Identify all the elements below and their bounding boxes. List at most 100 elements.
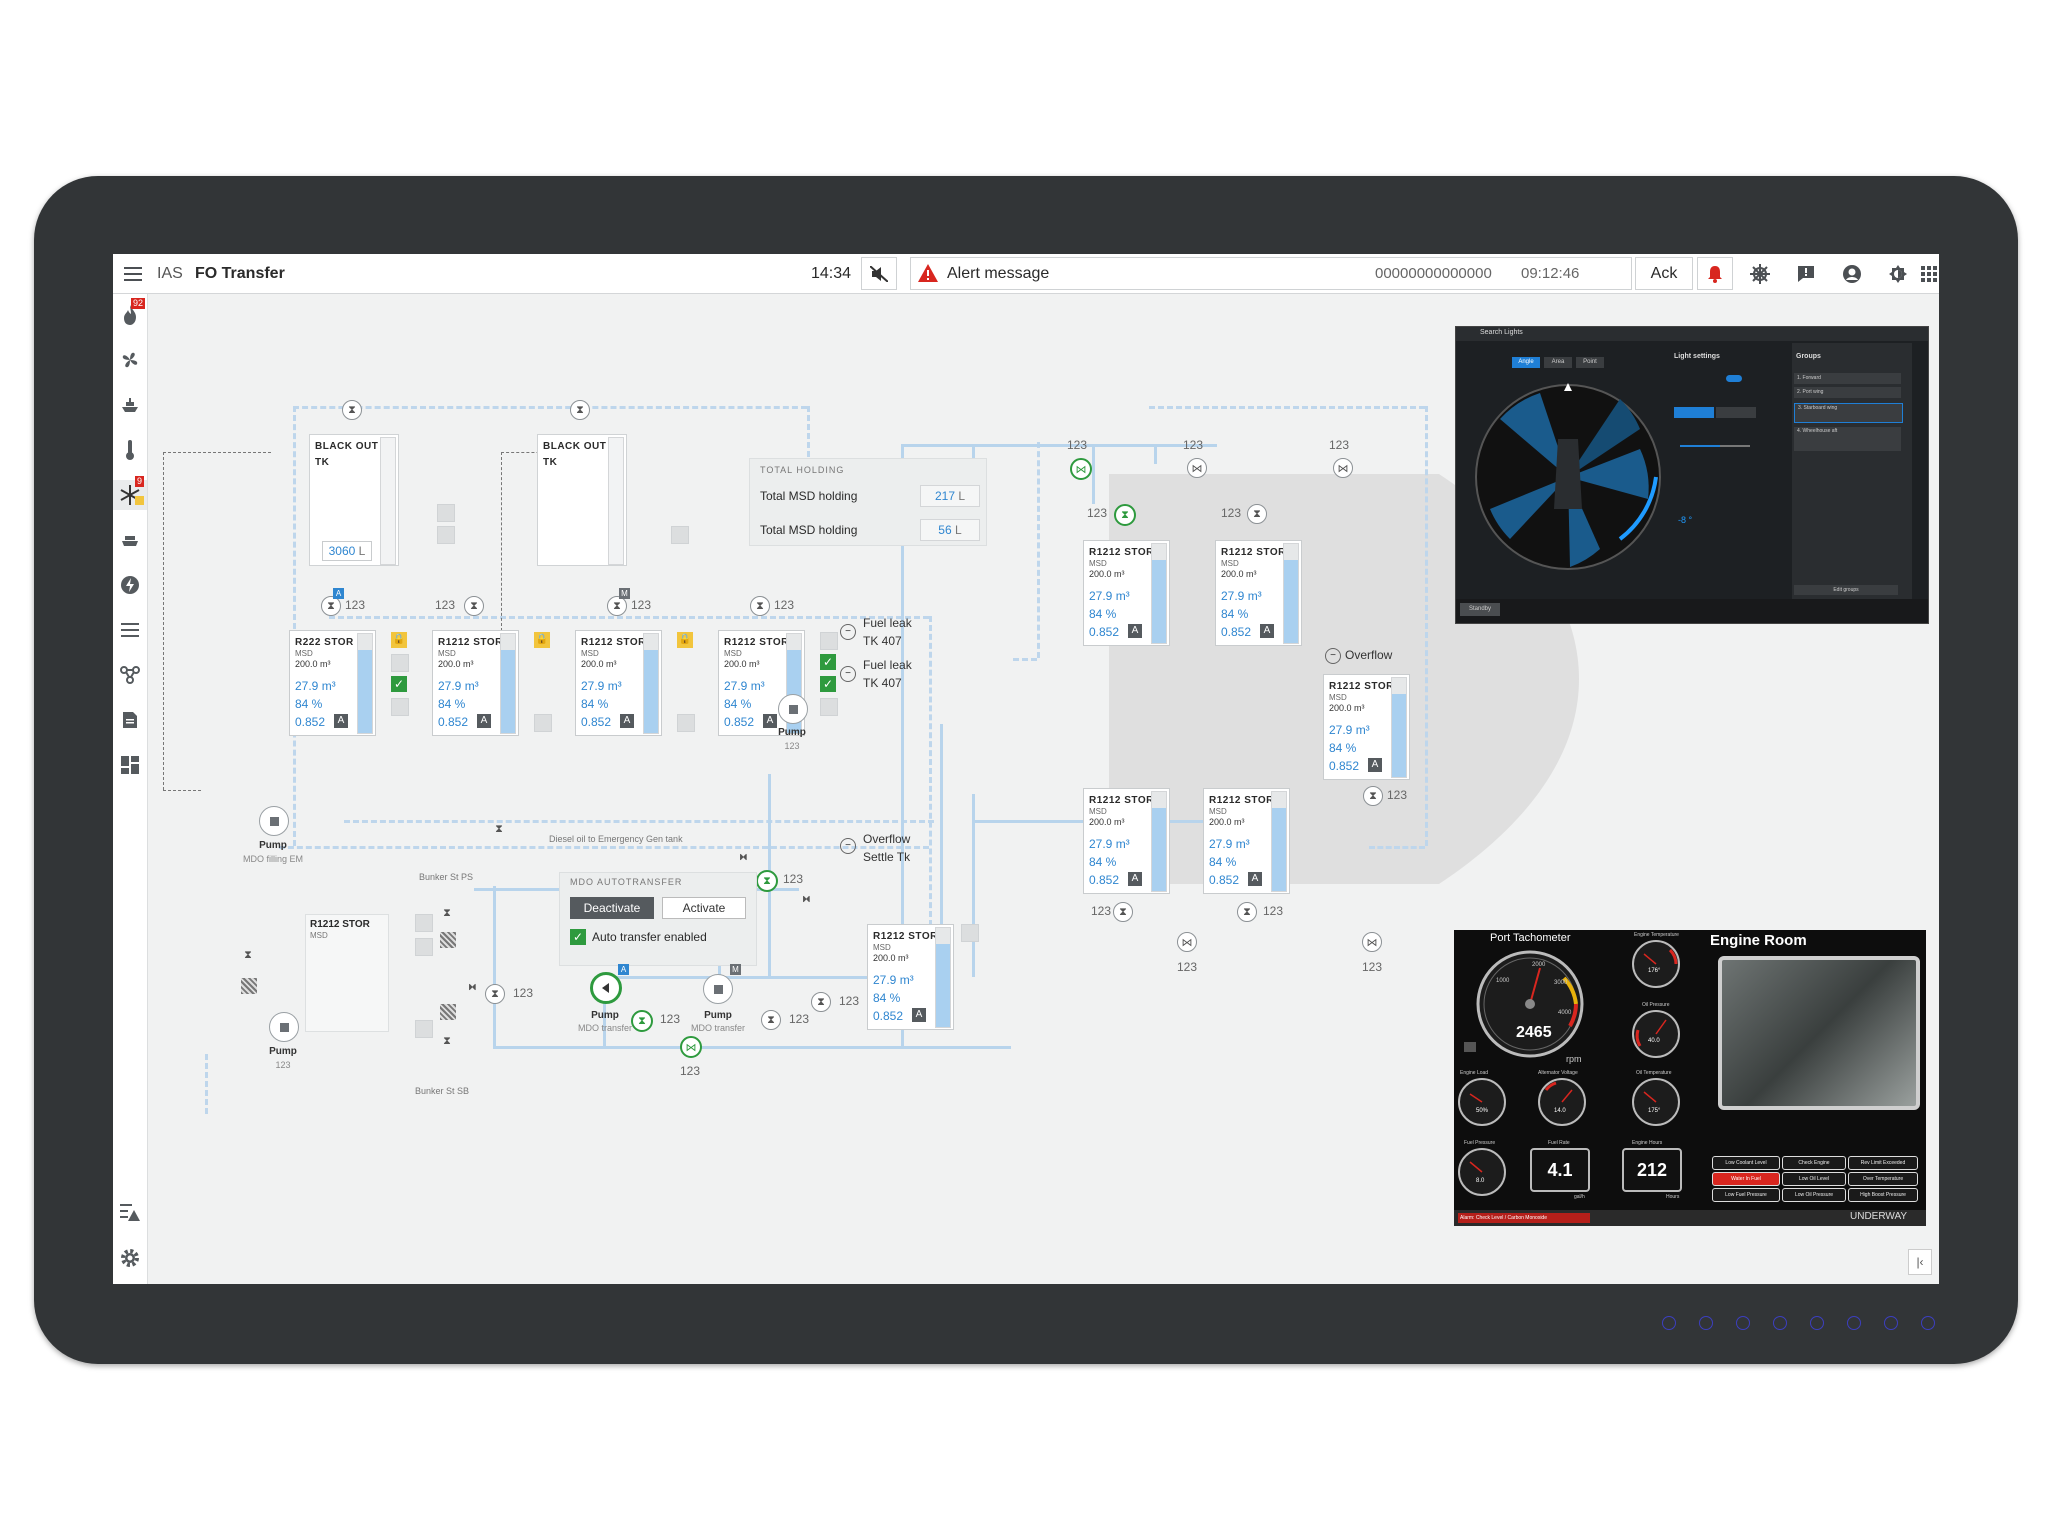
valve-icon[interactable]: ⧗ <box>485 984 505 1004</box>
tab-angle[interactable]: Angle <box>1512 357 1540 368</box>
pump-icon[interactable] <box>269 1012 299 1042</box>
valve-icon[interactable]: ⧗ <box>1237 902 1257 922</box>
valve-icon[interactable]: ⧗ <box>607 596 627 616</box>
blackout-tank[interactable]: BLACK OUT TK <box>537 434 627 566</box>
valve-icon[interactable]: ⧗ <box>495 822 503 835</box>
engine-room-panel[interactable]: Port Tachometer 2465 rpm 2000 1000 3000 … <box>1454 930 1926 1226</box>
blackout-tank[interactable]: BLACK OUT TK 3060 L <box>309 434 399 566</box>
sidebar-list-icon[interactable] <box>113 615 147 645</box>
power-button-icon[interactable] <box>1921 1316 1935 1330</box>
valve-icon[interactable]: ⋈ <box>1187 458 1207 478</box>
gauge-value: 14.0 <box>1554 1108 1566 1114</box>
pump-icon[interactable] <box>259 806 289 836</box>
auto-transfer-checkbox[interactable]: ✓ <box>570 929 586 945</box>
menu-icon[interactable] <box>113 254 153 293</box>
sidebar-ferry-icon[interactable] <box>113 525 147 555</box>
camera-feed[interactable] <box>1718 956 1920 1110</box>
mode-button[interactable] <box>1716 407 1756 418</box>
activate-button[interactable]: Activate <box>662 897 746 919</box>
bezel-button-icon[interactable] <box>1699 1316 1713 1330</box>
valve-icon[interactable]: ⧗ <box>800 895 813 903</box>
valve-open-icon[interactable]: ⋈ <box>680 1036 702 1058</box>
bezel-button-icon[interactable] <box>1736 1316 1750 1330</box>
user-icon[interactable] <box>1832 254 1872 293</box>
brightness-icon[interactable] <box>1878 254 1918 293</box>
collapse-panel-icon[interactable]: |‹ <box>1908 1249 1932 1275</box>
valve-open-icon[interactable]: ⧗ <box>631 1010 653 1032</box>
valve-icon[interactable]: ⋈ <box>1362 932 1382 952</box>
valve-icon[interactable]: ⋈ <box>1177 932 1197 952</box>
tab-point[interactable]: Point <box>1576 357 1604 368</box>
standby-button[interactable]: Standby <box>1460 603 1500 616</box>
sidebar-alert-list-icon[interactable] <box>113 1198 147 1228</box>
ship-wheel-icon[interactable] <box>1740 254 1780 293</box>
radar-dial[interactable] <box>1470 379 1666 575</box>
valve-icon[interactable]: ⧗ <box>811 992 831 1012</box>
sidebar-fan-icon[interactable] <box>113 345 147 375</box>
sidebar-network-icon[interactable] <box>113 660 147 690</box>
message-alert-icon[interactable] <box>1786 254 1826 293</box>
pump-running-icon[interactable] <box>590 972 622 1004</box>
valve-icon[interactable]: ⧗ <box>342 400 362 420</box>
ghost-tank[interactable]: R1212 STOR MSD <box>305 914 389 1032</box>
valve-icon[interactable]: ⧗ <box>570 400 590 420</box>
pipe <box>603 976 606 1049</box>
bezel-button-icon[interactable] <box>1884 1316 1898 1330</box>
bezel-button-icon[interactable] <box>1847 1316 1861 1330</box>
group-item[interactable]: 4. Wheelhouse aft <box>1794 427 1901 451</box>
bell-icon[interactable] <box>1697 257 1733 290</box>
search-lights-panel[interactable]: Search Lights Angle Area Point Light set… <box>1455 326 1929 624</box>
group-item[interactable]: 1. Forward <box>1794 373 1901 384</box>
sidebar-power-icon[interactable] <box>113 570 147 600</box>
valve-icon[interactable]: ⧗ <box>761 1010 781 1030</box>
valve-open-icon[interactable]: ⧗ <box>1114 504 1136 526</box>
valve-icon[interactable]: ⧗ <box>737 853 750 861</box>
valve-icon[interactable]: ⧗ <box>1247 504 1267 524</box>
pump-icon[interactable] <box>778 694 808 724</box>
alert-bar[interactable]: Alert message 00000000000000 09:12:46 <box>910 257 1632 290</box>
toggle-switch[interactable] <box>1726 375 1742 382</box>
oil-temp-gauge <box>1632 1078 1680 1126</box>
valve-icon[interactable]: ⧗ <box>466 983 479 991</box>
valve-open-icon[interactable]: ⋈ <box>1070 458 1092 480</box>
mode-button[interactable] <box>1674 407 1714 418</box>
group-item-selected[interactable]: 3. Starboard wing <box>1794 403 1903 423</box>
valve-icon[interactable]: ⧗ <box>464 596 484 616</box>
valve-icon[interactable]: ⧗ <box>1113 902 1133 922</box>
sidebar-thermometer-icon[interactable] <box>113 435 147 465</box>
sidebar-fire-icon[interactable] <box>113 300 147 330</box>
valve-icon[interactable]: ⧗ <box>1363 786 1383 806</box>
sidebar-settings-icon[interactable] <box>113 1243 147 1273</box>
valve-icon[interactable]: ⧗ <box>750 596 770 616</box>
deactivate-button[interactable]: Deactivate <box>570 897 654 919</box>
toggle-button[interactable] <box>1464 1042 1476 1052</box>
valve-icon[interactable]: ⧗ <box>443 1034 451 1047</box>
valve-icon[interactable]: ⧗ <box>244 948 252 961</box>
valve-open-icon[interactable]: ⧗ <box>756 870 778 892</box>
bezel-button-icon[interactable] <box>1662 1316 1676 1330</box>
valve-icon[interactable]: ⧗ <box>443 906 451 919</box>
ack-button[interactable]: Ack <box>1635 257 1693 290</box>
valve-icon[interactable]: ⋈ <box>1333 458 1353 478</box>
valve-icon[interactable]: ⧗ <box>321 596 341 616</box>
group-item[interactable]: 2. Port wing <box>1794 387 1901 398</box>
mute-icon[interactable] <box>861 257 897 290</box>
edit-groups-button[interactable]: Edit groups <box>1794 585 1898 595</box>
apps-grid-icon[interactable] <box>1918 254 1939 293</box>
sidebar-dashboard-icon[interactable] <box>113 750 147 780</box>
pump-icon[interactable] <box>703 974 733 1004</box>
sidebar-ship-icon[interactable] <box>113 390 147 420</box>
bezel-button-icon[interactable] <box>1810 1316 1824 1330</box>
sidebar-document-icon[interactable] <box>113 705 147 735</box>
tab-area[interactable]: Area <box>1544 357 1572 368</box>
bezel-button-icon[interactable] <box>1773 1316 1787 1330</box>
